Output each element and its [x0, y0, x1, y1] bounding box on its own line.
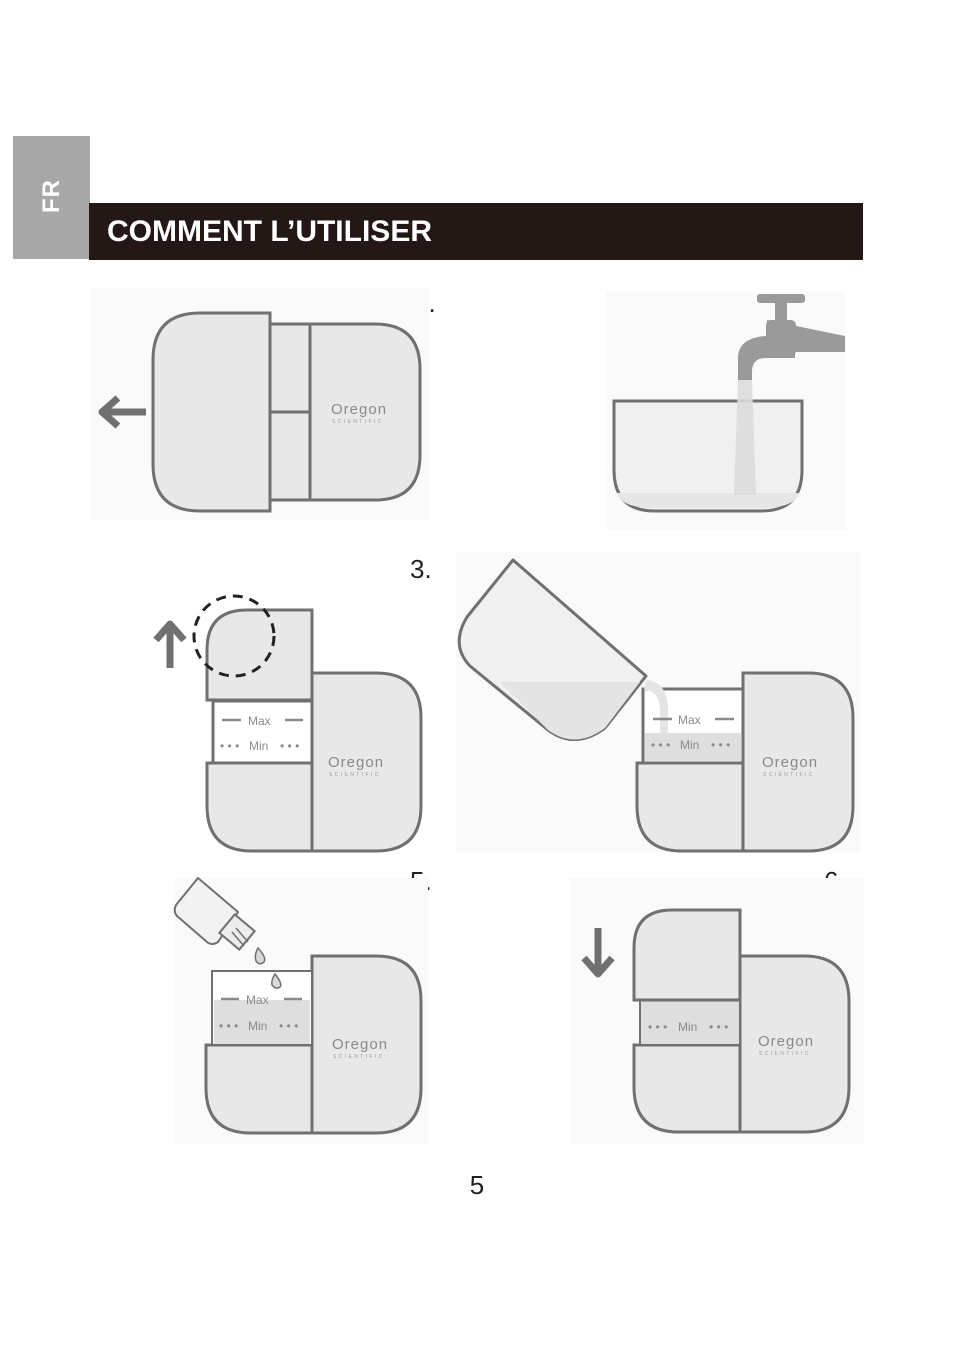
min-label-4: Min: [680, 738, 699, 752]
brand-sub-4: SCIENTIFIC: [763, 772, 815, 778]
arrow-down-icon: [581, 928, 615, 978]
brand-sub-3: SCIENTIFIC: [329, 772, 381, 778]
brand-logo-3: Oregon: [328, 754, 384, 771]
step5-illustration: Max • • • Min • • • Oregon SCIENTIFIC: [173, 877, 423, 1135]
min-label-5: Min: [248, 1019, 267, 1033]
section-header: COMMENT L’UTILISER: [89, 203, 863, 260]
svg-text:• • •: • • •: [280, 739, 299, 753]
svg-text:• • •: • • •: [219, 1019, 238, 1033]
arrow-up-icon: [153, 620, 187, 668]
svg-text:• • •: • • •: [648, 1020, 667, 1034]
svg-text:• • •: • • •: [709, 1020, 728, 1034]
brand-sub-6: SCIENTIFIC: [759, 1051, 811, 1057]
max-label-5: Max: [246, 993, 269, 1007]
brand-sub-1: SCIENTIFIC: [332, 419, 384, 425]
max-label-4: Max: [678, 713, 701, 727]
faucet-icon: [738, 294, 845, 380]
brand-logo-1: Oregon: [331, 401, 387, 418]
brand-logo-4: Oregon: [762, 754, 818, 771]
brand-logo-6: Oregon: [758, 1033, 814, 1050]
section-title: COMMENT L’UTILISER: [107, 215, 432, 248]
step1-illustration: Oregon SCIENTIFIC: [98, 311, 422, 513]
arrow-left-icon: [98, 395, 146, 429]
max-label-3: Max: [248, 714, 271, 728]
step6-illustration: • • • Min • • • Oregon SCIENTIFIC: [581, 908, 851, 1134]
step3-illustration: Max • • • Min • • • Oregon SCIENTIFIC: [153, 594, 423, 853]
page-number: 5: [469, 1170, 485, 1200]
step-number-3: 3.: [410, 554, 432, 584]
svg-text:• • •: • • •: [279, 1019, 298, 1033]
brand-logo-5: Oregon: [332, 1036, 388, 1053]
oil-drop-icon: [254, 946, 282, 989]
svg-text:• • •: • • •: [651, 738, 670, 752]
svg-text:• • •: • • •: [711, 738, 730, 752]
min-label-3: Min: [249, 739, 268, 753]
svg-text:• • •: • • •: [220, 739, 239, 753]
brand-sub-5: SCIENTIFIC: [333, 1054, 385, 1060]
step4-illustration: Max • • • Min • • • Oregon SCIENTIFIC: [457, 558, 855, 853]
oil-bottle-icon: [173, 877, 257, 951]
language-tab: FR: [13, 136, 90, 259]
min-label-6: Min: [678, 1020, 697, 1034]
highlight-circle: [192, 594, 276, 678]
step2-illustration: [612, 294, 845, 513]
